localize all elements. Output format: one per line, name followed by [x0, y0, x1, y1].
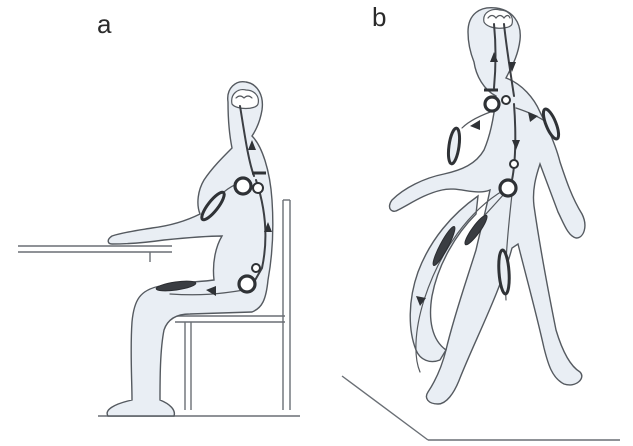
floor-b: [342, 376, 620, 440]
upper-node-icon: [253, 183, 263, 193]
brain-icon: [232, 90, 259, 109]
panel-a: a: [18, 9, 300, 416]
table: [18, 246, 172, 262]
lower-center-icon-b: [500, 180, 516, 196]
arrow-left-b1: [470, 120, 480, 130]
panel-a-label: a: [97, 9, 112, 39]
upper-node-icon-b: [502, 96, 510, 104]
panel-b-label: b: [372, 2, 386, 32]
lower-node-icon: [252, 264, 260, 272]
brain-icon-b: [484, 10, 513, 29]
mid-node-icon-b: [510, 160, 518, 168]
left-arm-muscle: [447, 127, 462, 164]
upper-center-icon-b: [485, 97, 499, 111]
panel-b: b: [342, 2, 620, 440]
lower-center-icon: [239, 276, 255, 292]
seated-body: [107, 82, 273, 416]
upper-center-icon: [235, 178, 251, 194]
